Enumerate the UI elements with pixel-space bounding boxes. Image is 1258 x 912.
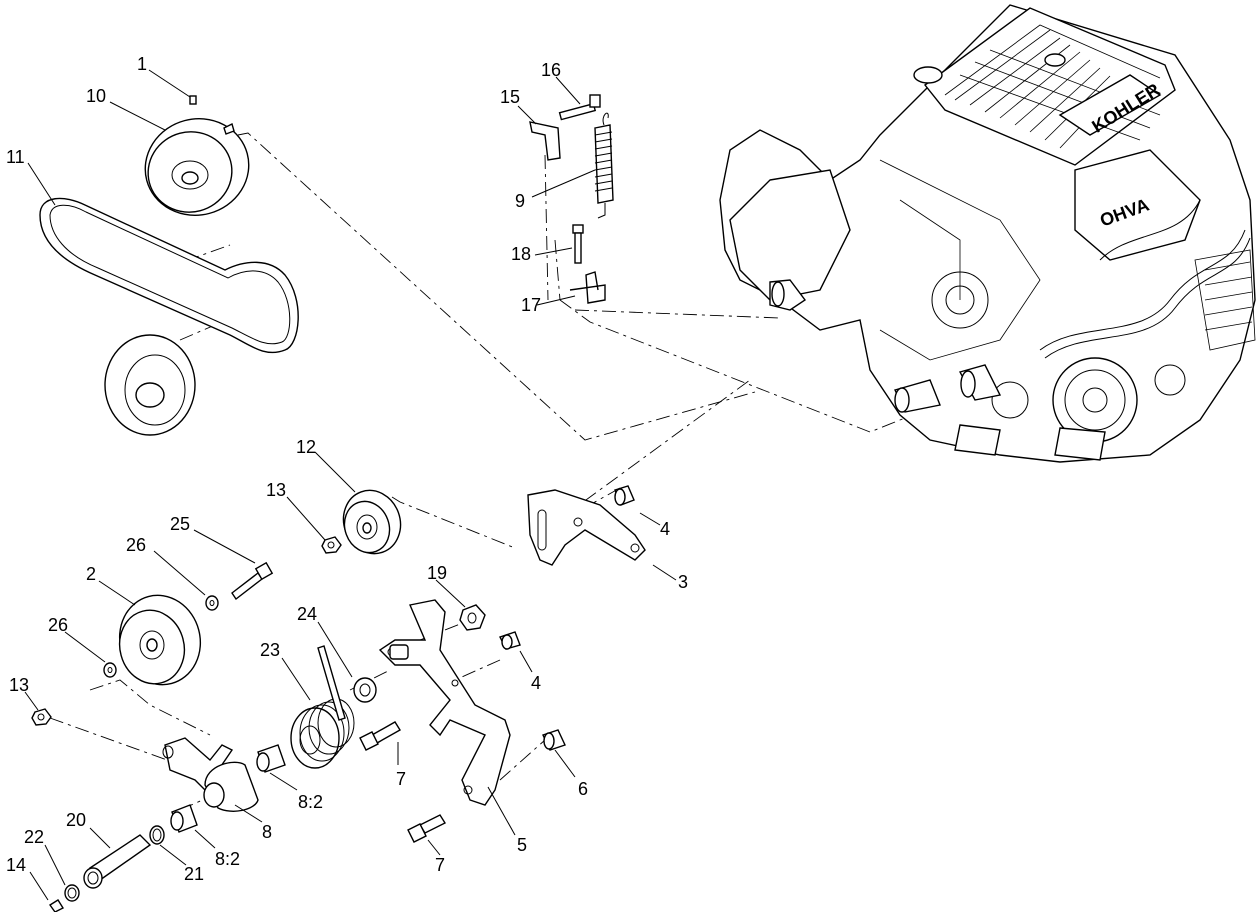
washer-part-26-lower: [103, 662, 117, 678]
nut-part-13-lower: [31, 708, 52, 726]
bolt-part-17: [572, 224, 584, 264]
kohler-engine: KOHLER OHVA: [719, 4, 1256, 463]
ring-part-20: [149, 825, 165, 845]
tensioner-arm-part-8: [162, 737, 259, 812]
callout-numbers: 1 10 11 16 15 9 18 17 12 13 4 3 25 26 2 …: [6, 54, 688, 884]
callout-23: 23: [260, 640, 280, 660]
bushing-part-8-2-lower: [170, 804, 198, 833]
callout-25: 24: [297, 604, 317, 624]
idler-pulley-part-12: [342, 489, 402, 555]
callout-3: 3: [678, 572, 688, 592]
callout-1: 1: [137, 54, 147, 74]
bolt-part-15: [558, 94, 601, 121]
callout-5: 5: [517, 835, 527, 855]
bolt-part-7-lower: [407, 814, 447, 843]
spacer-part-4-lower: [499, 631, 521, 650]
crank-pulley: [104, 334, 196, 436]
callout-8-2-lower: 8:2: [215, 849, 240, 869]
spacer-part-4-upper: [614, 485, 635, 506]
arm-part-5: [378, 599, 511, 806]
callout-6: 6: [578, 779, 588, 799]
leader-lines: [24, 69, 677, 901]
bracket-part-16: [569, 271, 606, 304]
callout-14: 15: [500, 87, 520, 107]
pulley-part-10: [144, 118, 250, 216]
washer-part-25: [353, 677, 377, 703]
bracket-part-14: [529, 121, 561, 161]
belt-part-11: [39, 197, 299, 354]
spring-part-9: [594, 112, 614, 219]
callout-26-upper: 26: [126, 535, 146, 555]
bushing-part-8-2-upper: [256, 744, 286, 773]
callout-16: 17: [521, 295, 541, 315]
callout-8: 8: [262, 822, 272, 842]
callout-17: 18: [511, 244, 531, 264]
washer-part-26-upper: [205, 595, 219, 611]
callout-13-upper: 13: [266, 480, 286, 500]
callout-2: 2: [86, 564, 96, 584]
callout-8-2-upper: 8:2: [298, 792, 323, 812]
callout-12: 12: [296, 437, 316, 457]
callout-11: 11: [6, 147, 25, 167]
nut-part-13-upper: [321, 536, 342, 554]
callout-9: 9: [515, 191, 525, 211]
callout-24: 25: [170, 514, 190, 534]
pulley-part-2: [118, 594, 202, 686]
callout-26-lower: 26: [48, 615, 68, 635]
spring-part-23: [290, 645, 355, 769]
callout-7-upper: 7: [396, 769, 406, 789]
nut-part-18: [459, 604, 486, 631]
callout-15: 16: [541, 60, 561, 80]
bolt-part-24: [231, 561, 274, 601]
callout-19: 20: [66, 810, 86, 830]
shaft-part-19: [83, 834, 152, 889]
callout-4-upper: 4: [660, 519, 670, 539]
callout-22: 14: [6, 855, 26, 875]
callout-10: 10: [86, 86, 106, 106]
callout-18: 19: [427, 563, 447, 583]
bushing-part-6: [542, 729, 566, 751]
bracket-part-3: [527, 489, 646, 566]
callout-21: 22: [24, 827, 44, 847]
clip-part-21: [64, 884, 80, 902]
callout-20: 21: [184, 864, 204, 884]
callout-7-lower: 7: [435, 855, 445, 875]
screw-part-22: [48, 899, 65, 912]
screw-part-1: [189, 95, 235, 135]
callout-13-lower: 13: [9, 675, 29, 695]
bolt-part-7-upper: [359, 721, 401, 751]
callout-4-lower: 4: [531, 673, 541, 693]
